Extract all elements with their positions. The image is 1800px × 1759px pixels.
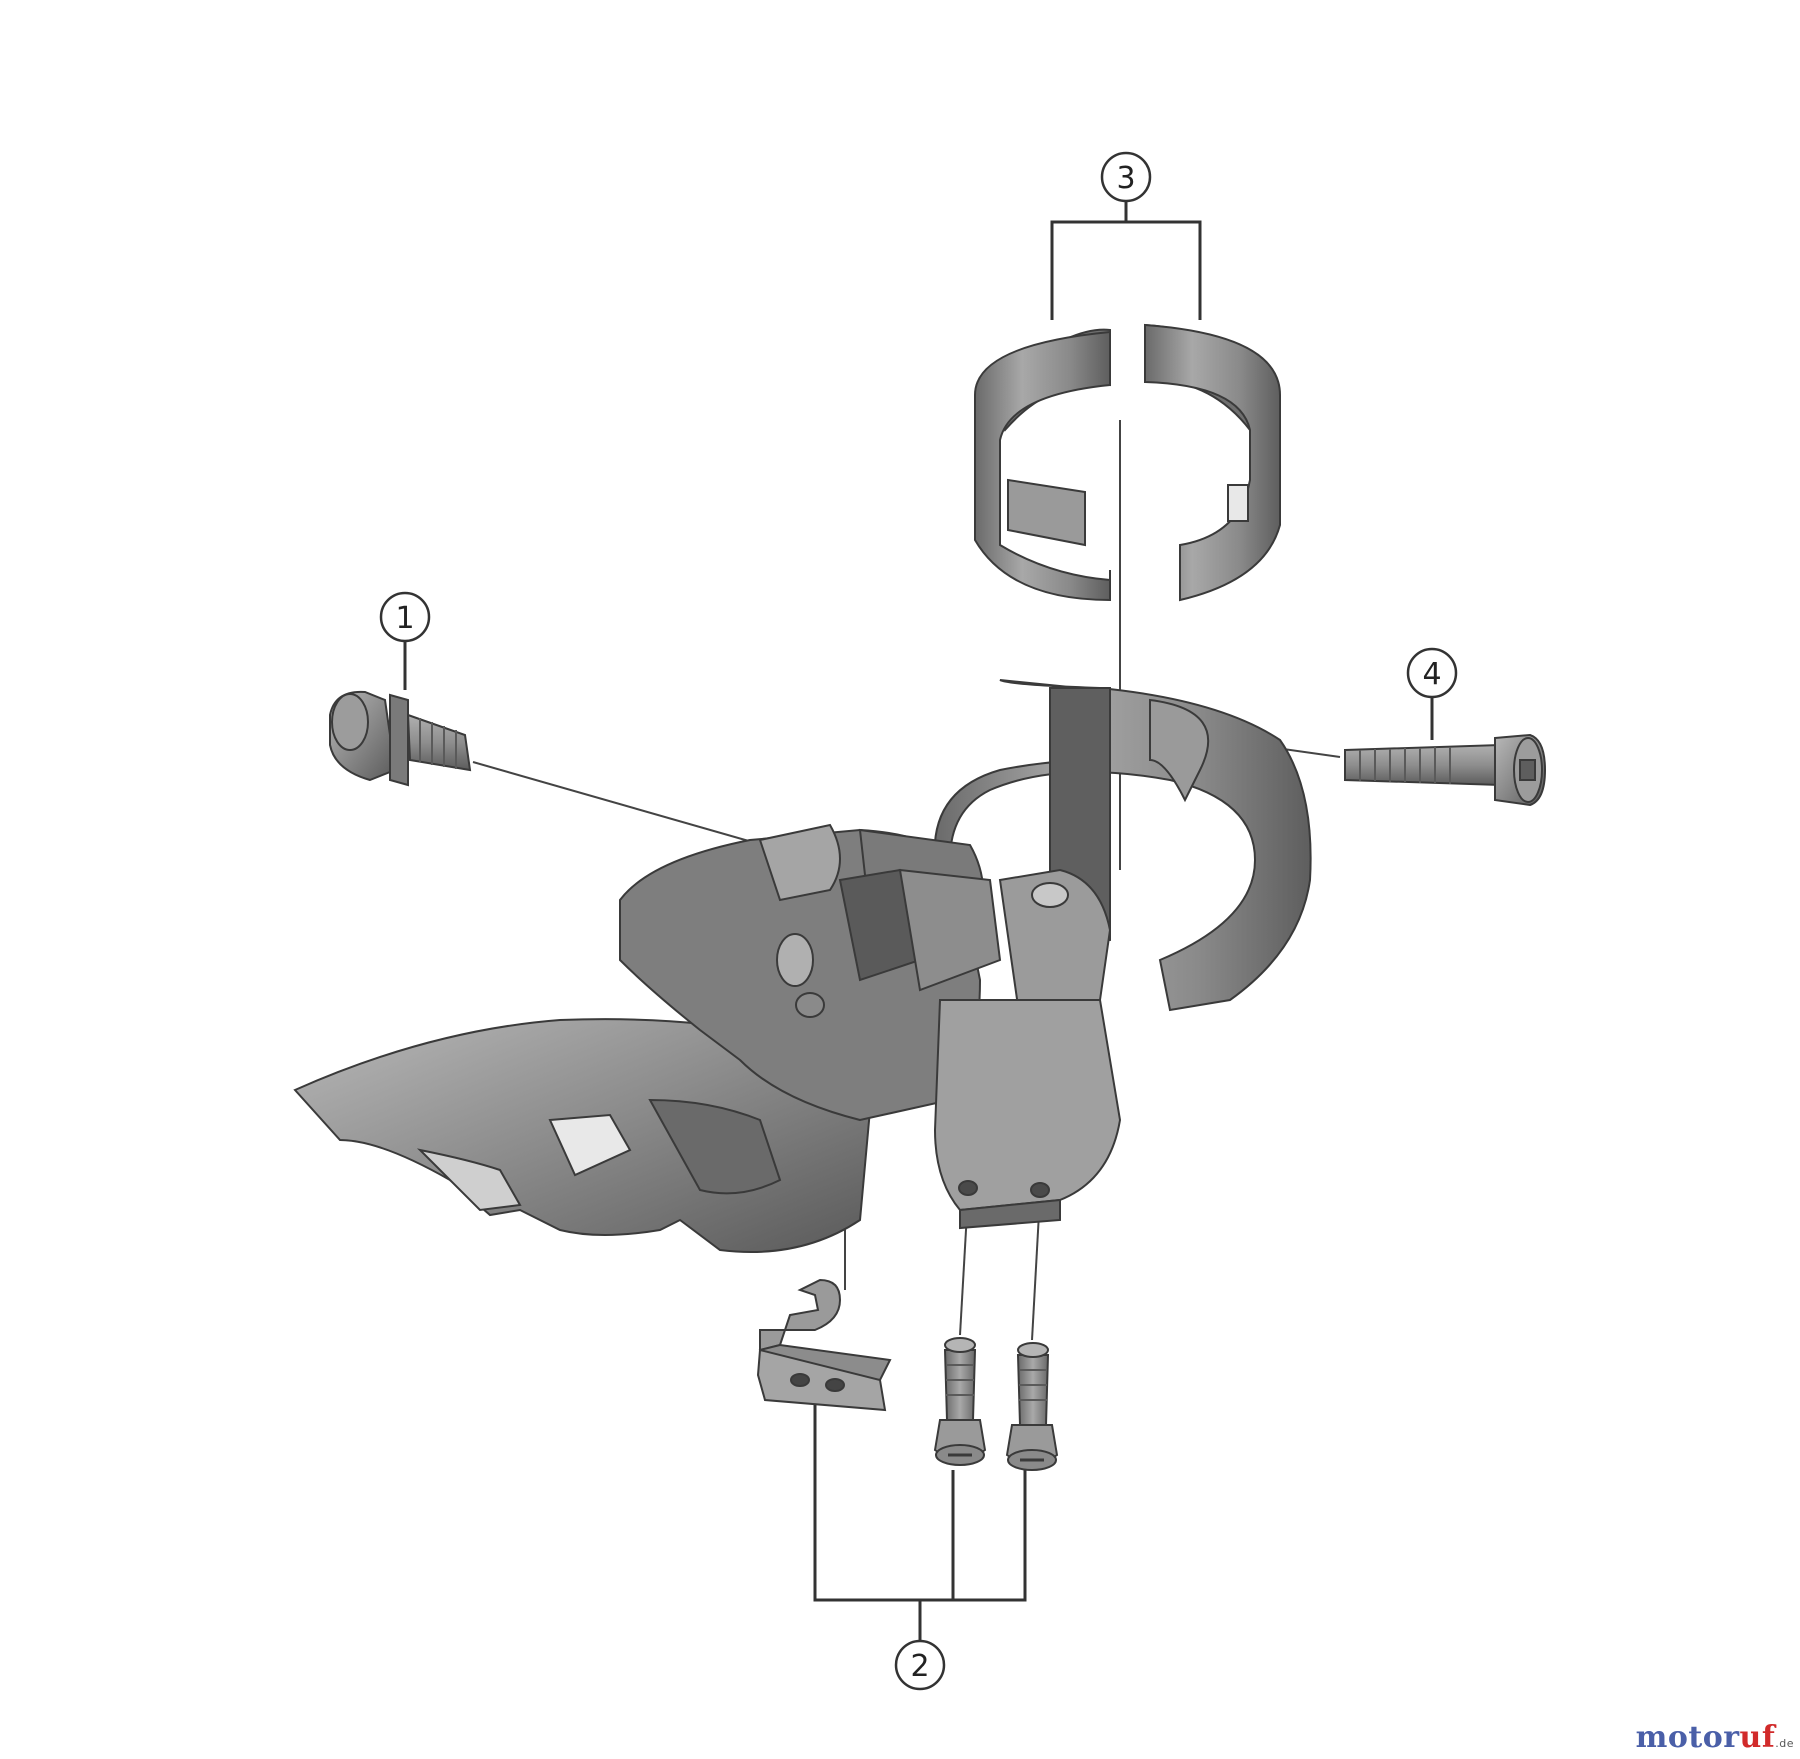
watermark-suffix: .de <box>1775 1737 1794 1750</box>
bolt-part-1 <box>329 690 472 787</box>
callout-number: 1 <box>395 601 414 636</box>
screw-part-2a <box>933 1337 987 1466</box>
bracket-3 <box>1050 200 1202 320</box>
callout-1: 1 <box>379 591 431 643</box>
callout-number: 2 <box>910 1649 929 1684</box>
bracket-2 <box>813 1400 1027 1640</box>
callout-number: 4 <box>1422 657 1441 692</box>
screw-part-2b <box>1005 1342 1059 1471</box>
callout-4: 4 <box>1406 647 1458 699</box>
derailleur-body <box>293 679 1312 1253</box>
watermark-logo: motoruf.de <box>1636 1720 1794 1755</box>
watermark-brand-part-1: motor <box>1635 1720 1740 1755</box>
bolt-part-4 <box>1344 733 1547 807</box>
callout-2: 2 <box>894 1639 946 1691</box>
callout-3: 3 <box>1100 151 1152 203</box>
clamp-band-part <box>974 323 1281 602</box>
watermark-brand-part-2: uf <box>1739 1720 1776 1755</box>
cable-bracket-part-2 <box>756 1278 892 1412</box>
callout-number: 3 <box>1116 161 1135 196</box>
watermark-brand: motoruf <box>1636 1720 1776 1755</box>
